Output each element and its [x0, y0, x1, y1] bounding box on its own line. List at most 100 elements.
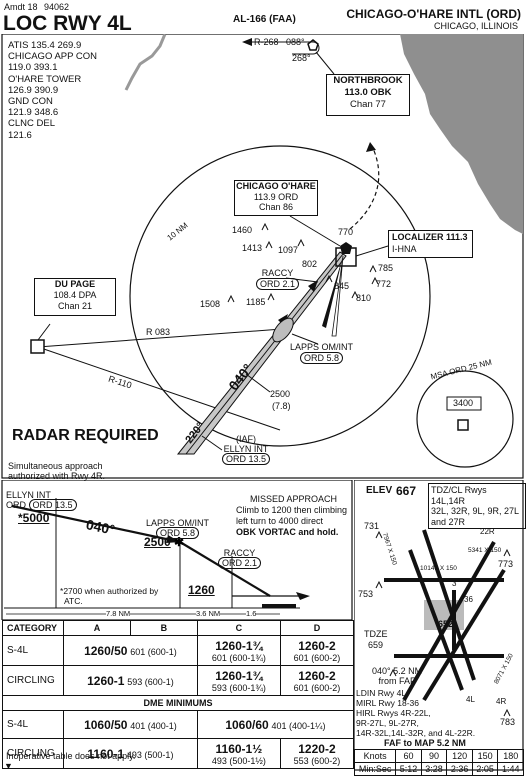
course-arrow-1 — [308, 280, 318, 292]
river — [124, 34, 167, 91]
ohare-vortac-icon — [340, 242, 352, 254]
elev-value: 667 — [396, 484, 417, 498]
fix-note: 040° 5.2 NM from FAF — [372, 666, 422, 686]
dme-s4l-ab-sub: 401 (400-1) — [130, 720, 177, 731]
localizer-leader — [355, 245, 389, 257]
circling-d-main: 1260-2 — [298, 668, 336, 683]
dme-title-row: DME MINIMUMS — [2, 695, 354, 711]
missed-approach-path — [349, 145, 380, 230]
cat-c-header: C — [196, 620, 281, 636]
lapps-plan-label: LAPPS OM/INT ORD 5.8 — [290, 342, 353, 364]
comm-gnd-freq: 121.9 348.6 — [8, 107, 59, 119]
ohare-name: CHICAGO O'HARE — [236, 181, 316, 191]
cat-d-header: D — [279, 620, 355, 636]
bearing-268: 268° — [292, 53, 311, 63]
lighting-3: HIRL Rwys 4R-22L, — [356, 708, 431, 718]
dme-circling-ab-main: 1160-1 — [87, 746, 125, 761]
comm-app-freq: 119.0 393.1 — [8, 62, 58, 74]
msa-circle — [416, 370, 514, 468]
elev-label: ELEV — [366, 485, 393, 496]
runways — [384, 529, 506, 702]
dme-s4l-ab: 1060/50 401 (400-1) — [63, 710, 198, 739]
northbrook-icon — [307, 39, 319, 51]
comm-clnc-freq: 121.6 — [8, 129, 32, 141]
lapps-profile-label: LAPPS OM/INT ORD 5.8 — [146, 518, 209, 539]
plan-view — [1, 34, 524, 479]
airport-label-731: 731 — [364, 521, 380, 531]
r268-arrow — [242, 38, 252, 46]
lake-michigan-shading — [400, 34, 523, 234]
alt-5000: *5000 — [18, 511, 50, 525]
s4l-ab-main: 1260/50 — [84, 643, 128, 658]
fix-note-1: 040° 5.2 NM — [372, 666, 423, 676]
ellyn-profile-dme-ident: ORD — [6, 500, 29, 510]
localizer-feather — [322, 256, 343, 328]
simul-note-1: Simultaneous approach — [8, 461, 103, 471]
missed-line-3: OBK VORTAC and hold. — [236, 527, 339, 537]
obstacle-810: 810 — [356, 293, 372, 303]
circling-c-sub: 593 (600-1¾) — [211, 682, 266, 693]
ohare-box: CHICAGO O'HARE 113.9 ORD Chan 86 — [234, 180, 318, 216]
speed-60: 60 — [395, 749, 422, 763]
obstacle-772: 772 — [376, 279, 392, 289]
radial-r083 — [37, 328, 283, 348]
dupage-to-box — [37, 323, 51, 341]
runway-14l-32r — [422, 529, 476, 681]
speed-90: 90 — [420, 749, 448, 763]
dupage-vor-icon — [30, 339, 45, 354]
raccy-profile-dme: ORD 2.1 — [218, 557, 262, 569]
knots-label: Knots — [353, 749, 397, 763]
minimums-header-row: CATEGORY A B C D — [2, 620, 355, 636]
raccy-plan-dme: ORD 2.1 — [256, 278, 300, 290]
localizer-ident: I-HNA — [392, 244, 417, 254]
tdz-note: TDZ/CL Rwys 14L,14R 32L, 32R, 9L, 9R, 27… — [428, 483, 526, 529]
city-name: CHICAGO, ILLINOIS — [433, 21, 518, 31]
runway-4l-22r — [402, 541, 496, 701]
ten-nm-ring — [129, 145, 431, 447]
missed-line-2: left turn to 4000 direct — [236, 516, 324, 526]
iaf-label: (IAF) — [236, 434, 257, 444]
ellyn-profile-label: ELLYN INT ORD ORD 13.5 — [6, 490, 77, 511]
ohare-leader — [289, 215, 341, 247]
obstacle-1413: 1413 — [242, 243, 263, 253]
dme-circling-d-main: 1220-2 — [298, 741, 336, 756]
note-2700: *2700 when authorized by ATC. — [60, 586, 159, 606]
speed-180: 180 — [497, 749, 524, 763]
ellyn-leader — [201, 435, 223, 451]
cat-a-header: A — [63, 620, 131, 636]
tdz-note-3: and 27R — [431, 516, 466, 527]
circling-ab-sub: 593 (600-1) — [127, 676, 174, 687]
circling-ab: 1260-1 593 (600-1) — [63, 665, 198, 696]
tdze-label: TDZE — [364, 629, 388, 639]
circling-c-main: 1260-1¾ — [215, 668, 263, 683]
speed-150: 150 — [471, 749, 499, 763]
dme-s4l-cd-main: 1060/60 — [225, 717, 269, 732]
missed-approach-text: MISSED APPROACH Climb to 1200 then climb… — [236, 494, 347, 538]
airport-label-10141: 10141 X 150 — [420, 565, 457, 572]
r268-label: R-268 — [254, 37, 279, 47]
cat-b-header: B — [129, 620, 198, 636]
procedure-title: LOC RWY 4L — [3, 12, 132, 35]
missed-title: MISSED APPROACH — [250, 494, 338, 504]
lapps-plan-name: LAPPS OM/INT — [290, 342, 354, 352]
obstacle-845: 845 — [334, 281, 350, 291]
faf-title: FAF to MAP 5.2 NM — [384, 738, 466, 748]
note-2700-line-1: 2700 when authorized by — [63, 586, 159, 596]
obstacle-770: 770 — [338, 227, 354, 237]
msa-alt-box — [446, 396, 482, 411]
speed-row: Knots 60 90 120 150 180 — [353, 749, 524, 763]
comm-clnc: CLNC DEL — [8, 118, 55, 130]
r083-label: R 083 — [146, 327, 171, 337]
dme-circling-d-sub: 553 (600-2) — [293, 755, 341, 766]
dist-1-6: 1.6 — [246, 609, 257, 618]
descent-path — [11, 504, 181, 544]
dist-7-8: 7.8 NM — [106, 609, 131, 618]
airport-obstacles — [375, 530, 511, 717]
dme-s4l-cd-sub: 401 (400-1¼) — [271, 720, 326, 731]
